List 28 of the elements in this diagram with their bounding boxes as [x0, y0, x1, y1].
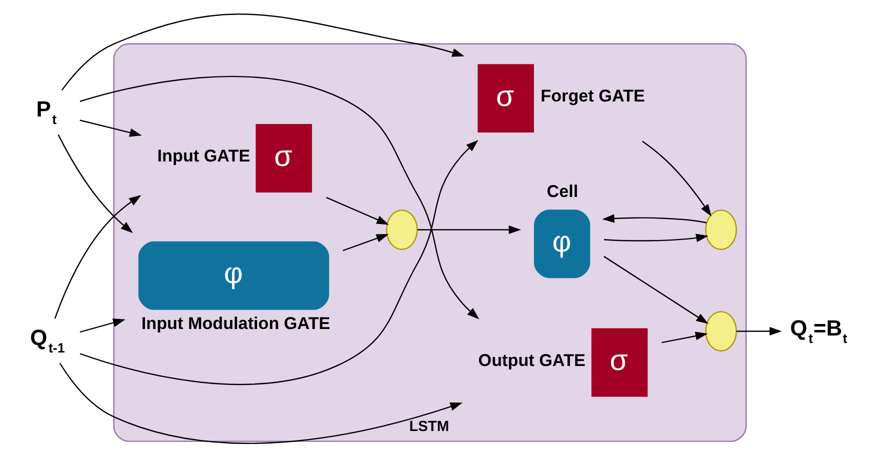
node-label: Output GATE — [478, 350, 586, 370]
arrow — [80, 119, 142, 136]
arrow — [642, 140, 712, 216]
node-circle — [386, 209, 418, 250]
arrow — [604, 233, 708, 242]
node-text: P$_{t}$ — [36, 96, 57, 127]
node-label: Forget GATE — [540, 86, 645, 106]
arrow — [80, 139, 478, 384]
arrow — [326, 196, 389, 224]
arrow — [80, 75, 480, 319]
node-text: Q$_{t-1}$ — [30, 324, 65, 356]
arrow — [80, 318, 126, 332]
node-label: Input GATE — [157, 146, 250, 166]
arrow — [58, 134, 133, 233]
arrow — [736, 326, 782, 336]
node-label: Input Modulation GATE — [141, 314, 330, 333]
node-circle — [705, 209, 737, 250]
arrow — [59, 362, 463, 444]
arrow — [662, 331, 708, 343]
arrow — [342, 234, 389, 251]
arrow — [54, 194, 142, 318]
arrow — [61, 13, 464, 90]
node-label: Cell — [546, 181, 578, 200]
node-text: Q$_{t}$=B$_{t}$ — [790, 314, 848, 346]
arrow — [418, 224, 522, 234]
arrow — [602, 214, 707, 223]
node-circle — [705, 310, 737, 351]
arrow — [604, 255, 708, 324]
